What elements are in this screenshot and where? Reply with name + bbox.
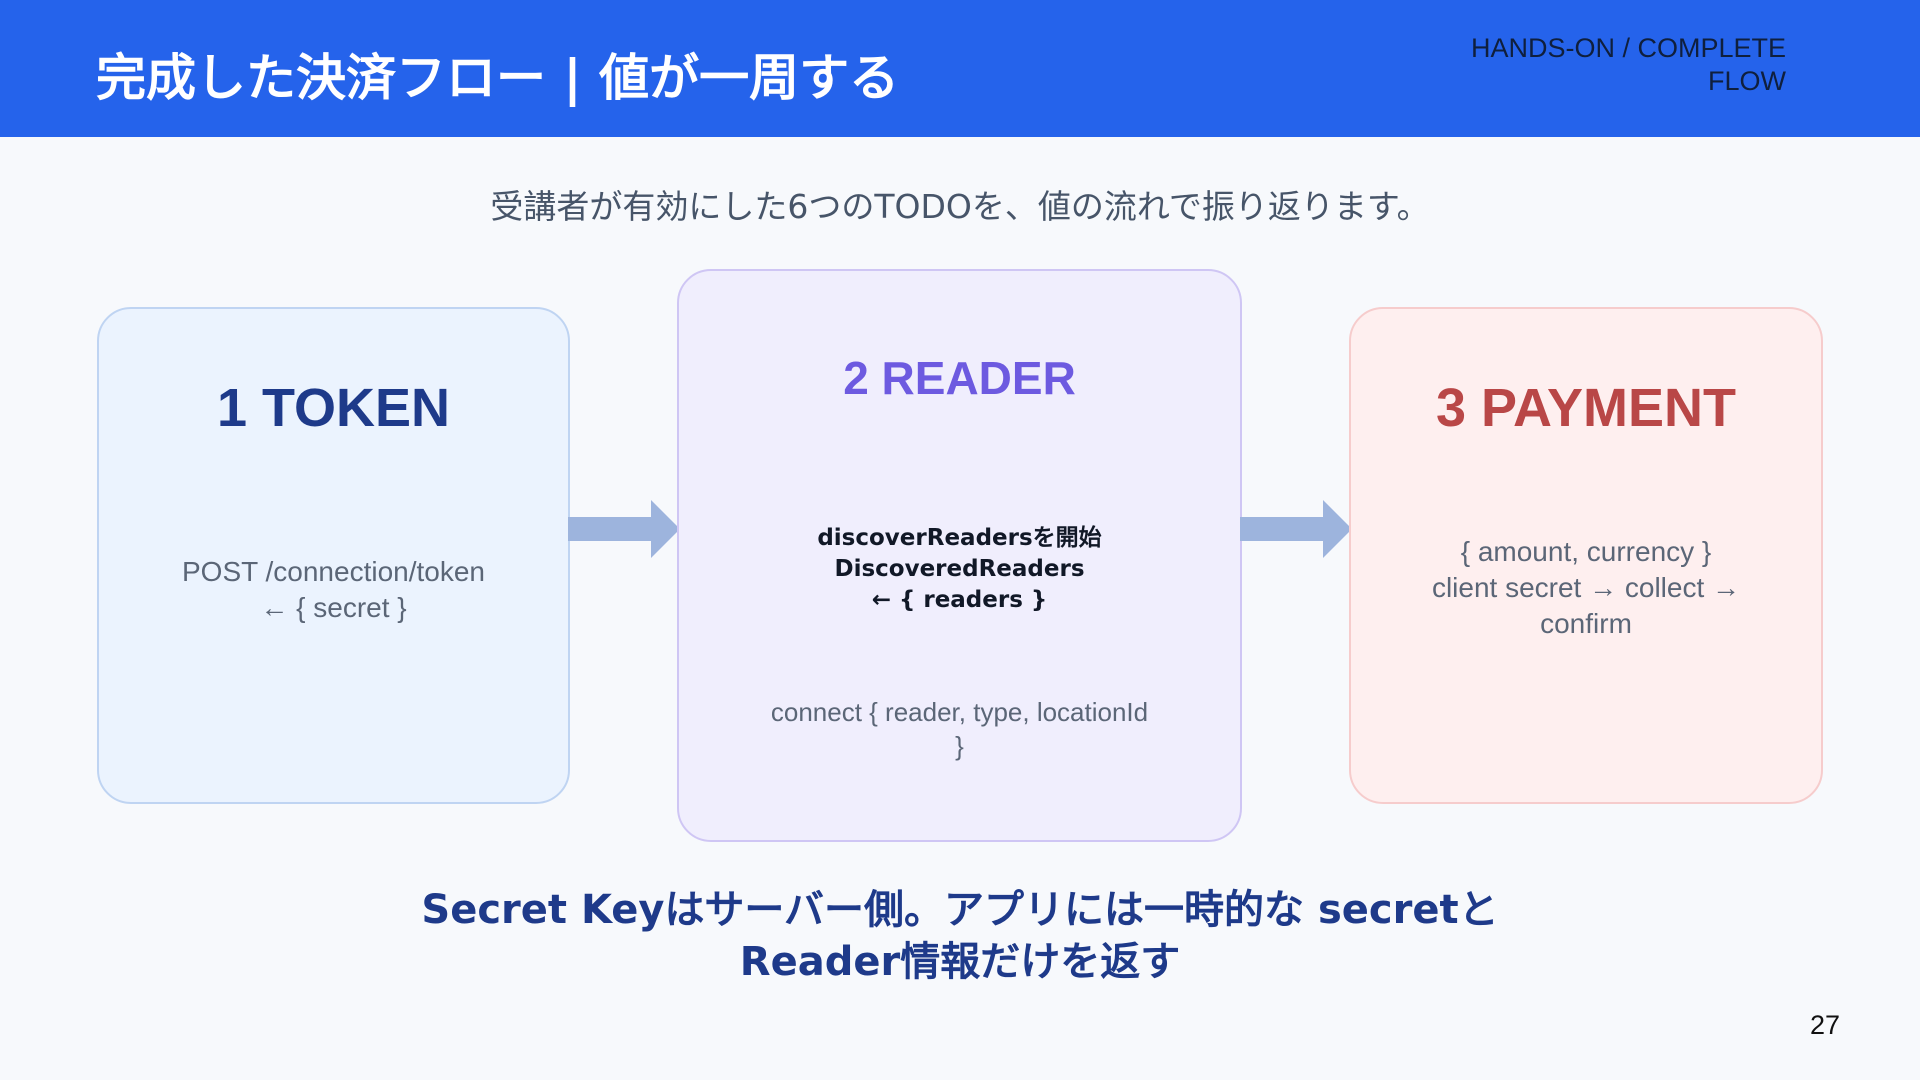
reader-card-line-2: }: [955, 731, 964, 761]
reader-card-line-1: connect { reader, type, locationId: [770, 697, 1149, 727]
reader-card: 2 READER discoverReadersを開始 DiscoveredRe…: [677, 269, 1242, 842]
key-takeaway-line-1: Secret Keyはサーバー側。アプリには一時的な secretと: [421, 887, 1499, 933]
subtitle: 受講者が有効にした6つのTODOを、値の流れで振り返ります。: [490, 187, 1430, 226]
token-card-line-1: POST /connection/token: [182, 556, 485, 587]
section-label: HANDS-ON / COMPLETE FLOW: [1366, 32, 1786, 98]
reader-card-highlight-line-1: discoverReadersを開始: [817, 525, 1102, 551]
arrow-right-icon: [568, 500, 680, 558]
reader-card-highlight-line-2: DiscoveredReaders: [834, 556, 1085, 582]
payment-card-line-1: { amount, currency }: [1460, 536, 1712, 567]
payment-card: 3 PAYMENT { amount, currency } client se…: [1349, 307, 1823, 804]
payment-card-line-2: client secret → collect →: [1431, 572, 1741, 603]
header-bar: 完成した決済フロー | 値が一周する HANDS-ON / COMPLETE F…: [0, 0, 1920, 137]
token-card-title: 1 TOKEN: [216, 378, 451, 438]
token-card-body: POST /connection/token ← { secret }: [119, 554, 548, 626]
section-label-line-1: HANDS-ON / COMPLETE: [1470, 33, 1786, 63]
reader-card-highlight-line-3: ← { readers }: [871, 587, 1048, 613]
key-takeaway: Secret Keyはサーバー側。アプリには一時的な secretと Reade…: [0, 884, 1920, 988]
page-title: 完成した決済フロー | 値が一周する: [96, 49, 900, 107]
page-number: 27: [1809, 1010, 1840, 1040]
reader-card-title: 2 READER: [843, 352, 1076, 404]
key-takeaway-line-2: Reader情報だけを返す: [739, 939, 1181, 985]
payment-card-line-3: confirm: [1540, 608, 1632, 639]
reader-card-body: connect { reader, type, locationId }: [719, 695, 1200, 763]
payment-card-title: 3 PAYMENT: [1435, 378, 1737, 438]
token-card: 1 TOKEN POST /connection/token ← { secre…: [97, 307, 570, 804]
section-label-line-2: FLOW: [1708, 66, 1786, 96]
token-card-line-2: ← { secret }: [260, 592, 407, 623]
payment-card-body: { amount, currency } client secret → col…: [1371, 534, 1801, 642]
arrow-right-icon: [1240, 500, 1352, 558]
reader-card-highlight: discoverReadersを開始 DiscoveredReaders ← {…: [699, 523, 1220, 616]
